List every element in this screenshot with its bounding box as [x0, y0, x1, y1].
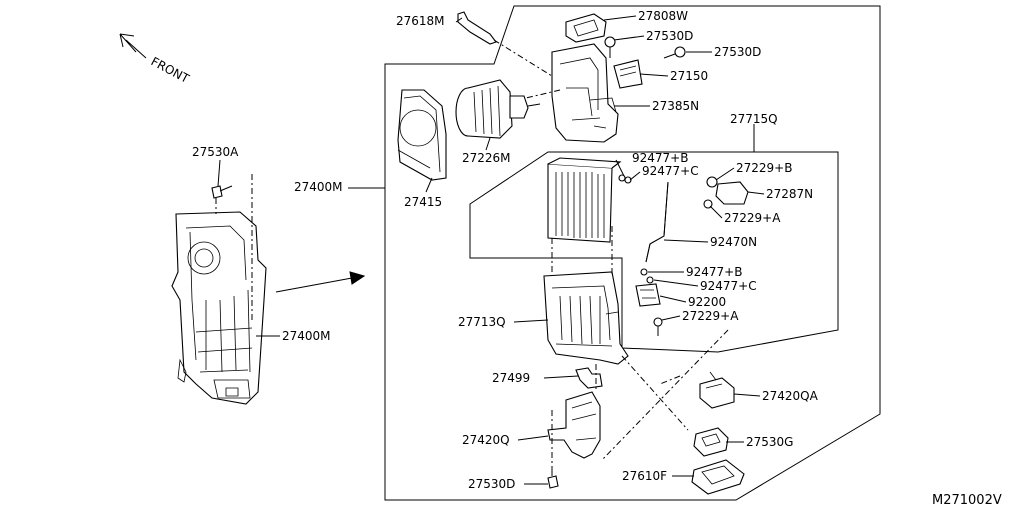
part-label-92477C-upper: 92477+C	[642, 164, 699, 178]
part-label-27150: 27150	[670, 69, 708, 83]
intake-case-27385N-drawing	[551, 43, 619, 143]
part-label-92477C-lower: 92477+C	[700, 279, 757, 293]
evaporator-subassembly-frame	[469, 151, 839, 353]
screw-27530D-top-drawing	[604, 36, 616, 58]
pipe-92470N-drawing	[645, 181, 669, 263]
part-label-92200: 92200	[688, 295, 726, 309]
part-label-27530A: 27530A	[192, 145, 239, 159]
part-label-27808W: 27808W	[638, 9, 688, 23]
bracket-27618M-drawing	[457, 11, 497, 45]
part-label-27229B: 27229+B	[736, 161, 792, 175]
part-label-27229A-lower: 27229+A	[682, 309, 739, 323]
blower-housing-27415-drawing	[397, 89, 447, 181]
part-label-27499: 27499	[492, 371, 530, 385]
aspirator-27420QA-drawing	[699, 371, 735, 409]
part-label-27226M: 27226M	[462, 151, 511, 165]
part-label-27530D-top: 27530D	[646, 29, 693, 43]
front-arrow-icon	[119, 33, 147, 59]
expansion-valve-92200-drawing	[635, 283, 661, 307]
part-label-27385N: 27385N	[652, 99, 699, 113]
part-label-27415: 27415	[404, 195, 442, 209]
bolt-27530A-drawing	[211, 185, 233, 199]
blower-motor-27226M-drawing	[455, 79, 541, 139]
part-label-27420QA: 27420QA	[762, 389, 819, 403]
part-label-27530D-bottom: 27530D	[468, 477, 515, 491]
grommet-27530G-drawing	[693, 427, 729, 457]
bracket-27420Q-drawing	[547, 391, 601, 459]
screw-27530D-bottom-drawing	[547, 466, 559, 489]
seal-27610F-drawing	[691, 459, 745, 495]
drawing-code: M271002V	[932, 493, 1002, 508]
part-label-27610F: 27610F	[622, 469, 667, 483]
part-label-27530G: 27530G	[746, 435, 793, 449]
part-label-27420Q: 27420Q	[462, 433, 510, 447]
actuator-27150-drawing	[613, 59, 643, 89]
drain-hose-27499-drawing	[575, 367, 603, 389]
part-label-27618M: 27618M	[396, 14, 445, 28]
bolt-27229A-lower-drawing	[653, 317, 663, 336]
part-label-27715Q: 27715Q	[730, 112, 778, 126]
part-label-27400M-assembly: 27400M	[282, 329, 331, 343]
seal-27808W-drawing	[565, 13, 607, 43]
cooling-unit-assembly-drawing	[171, 211, 267, 405]
evaporator-core-drawing	[547, 157, 622, 243]
screw-27530D-right-drawing	[663, 46, 686, 59]
explode-arrow-icon	[275, 271, 366, 293]
assembly-frame	[384, 5, 881, 501]
leader-lines	[217, 15, 765, 485]
part-label-27400M-main: 27400M	[294, 180, 343, 194]
sensor-27287N-drawing	[703, 176, 749, 209]
part-label-27713Q: 27713Q	[458, 315, 506, 329]
lower-case-27713Q-drawing	[543, 271, 629, 365]
front-label: FRONT	[149, 54, 192, 86]
part-label-92470N: 92470N	[710, 235, 757, 249]
oring-92477-upper-drawing	[618, 174, 632, 184]
part-label-27287N: 27287N	[766, 187, 813, 201]
part-label-92477B-upper: 92477+B	[632, 151, 688, 165]
oring-92477-lower-drawing	[640, 268, 654, 284]
part-label-92477B-lower: 92477+B	[686, 265, 742, 279]
part-label-27530D-right: 27530D	[714, 45, 761, 59]
part-label-27229A-upper: 27229+A	[724, 211, 781, 225]
